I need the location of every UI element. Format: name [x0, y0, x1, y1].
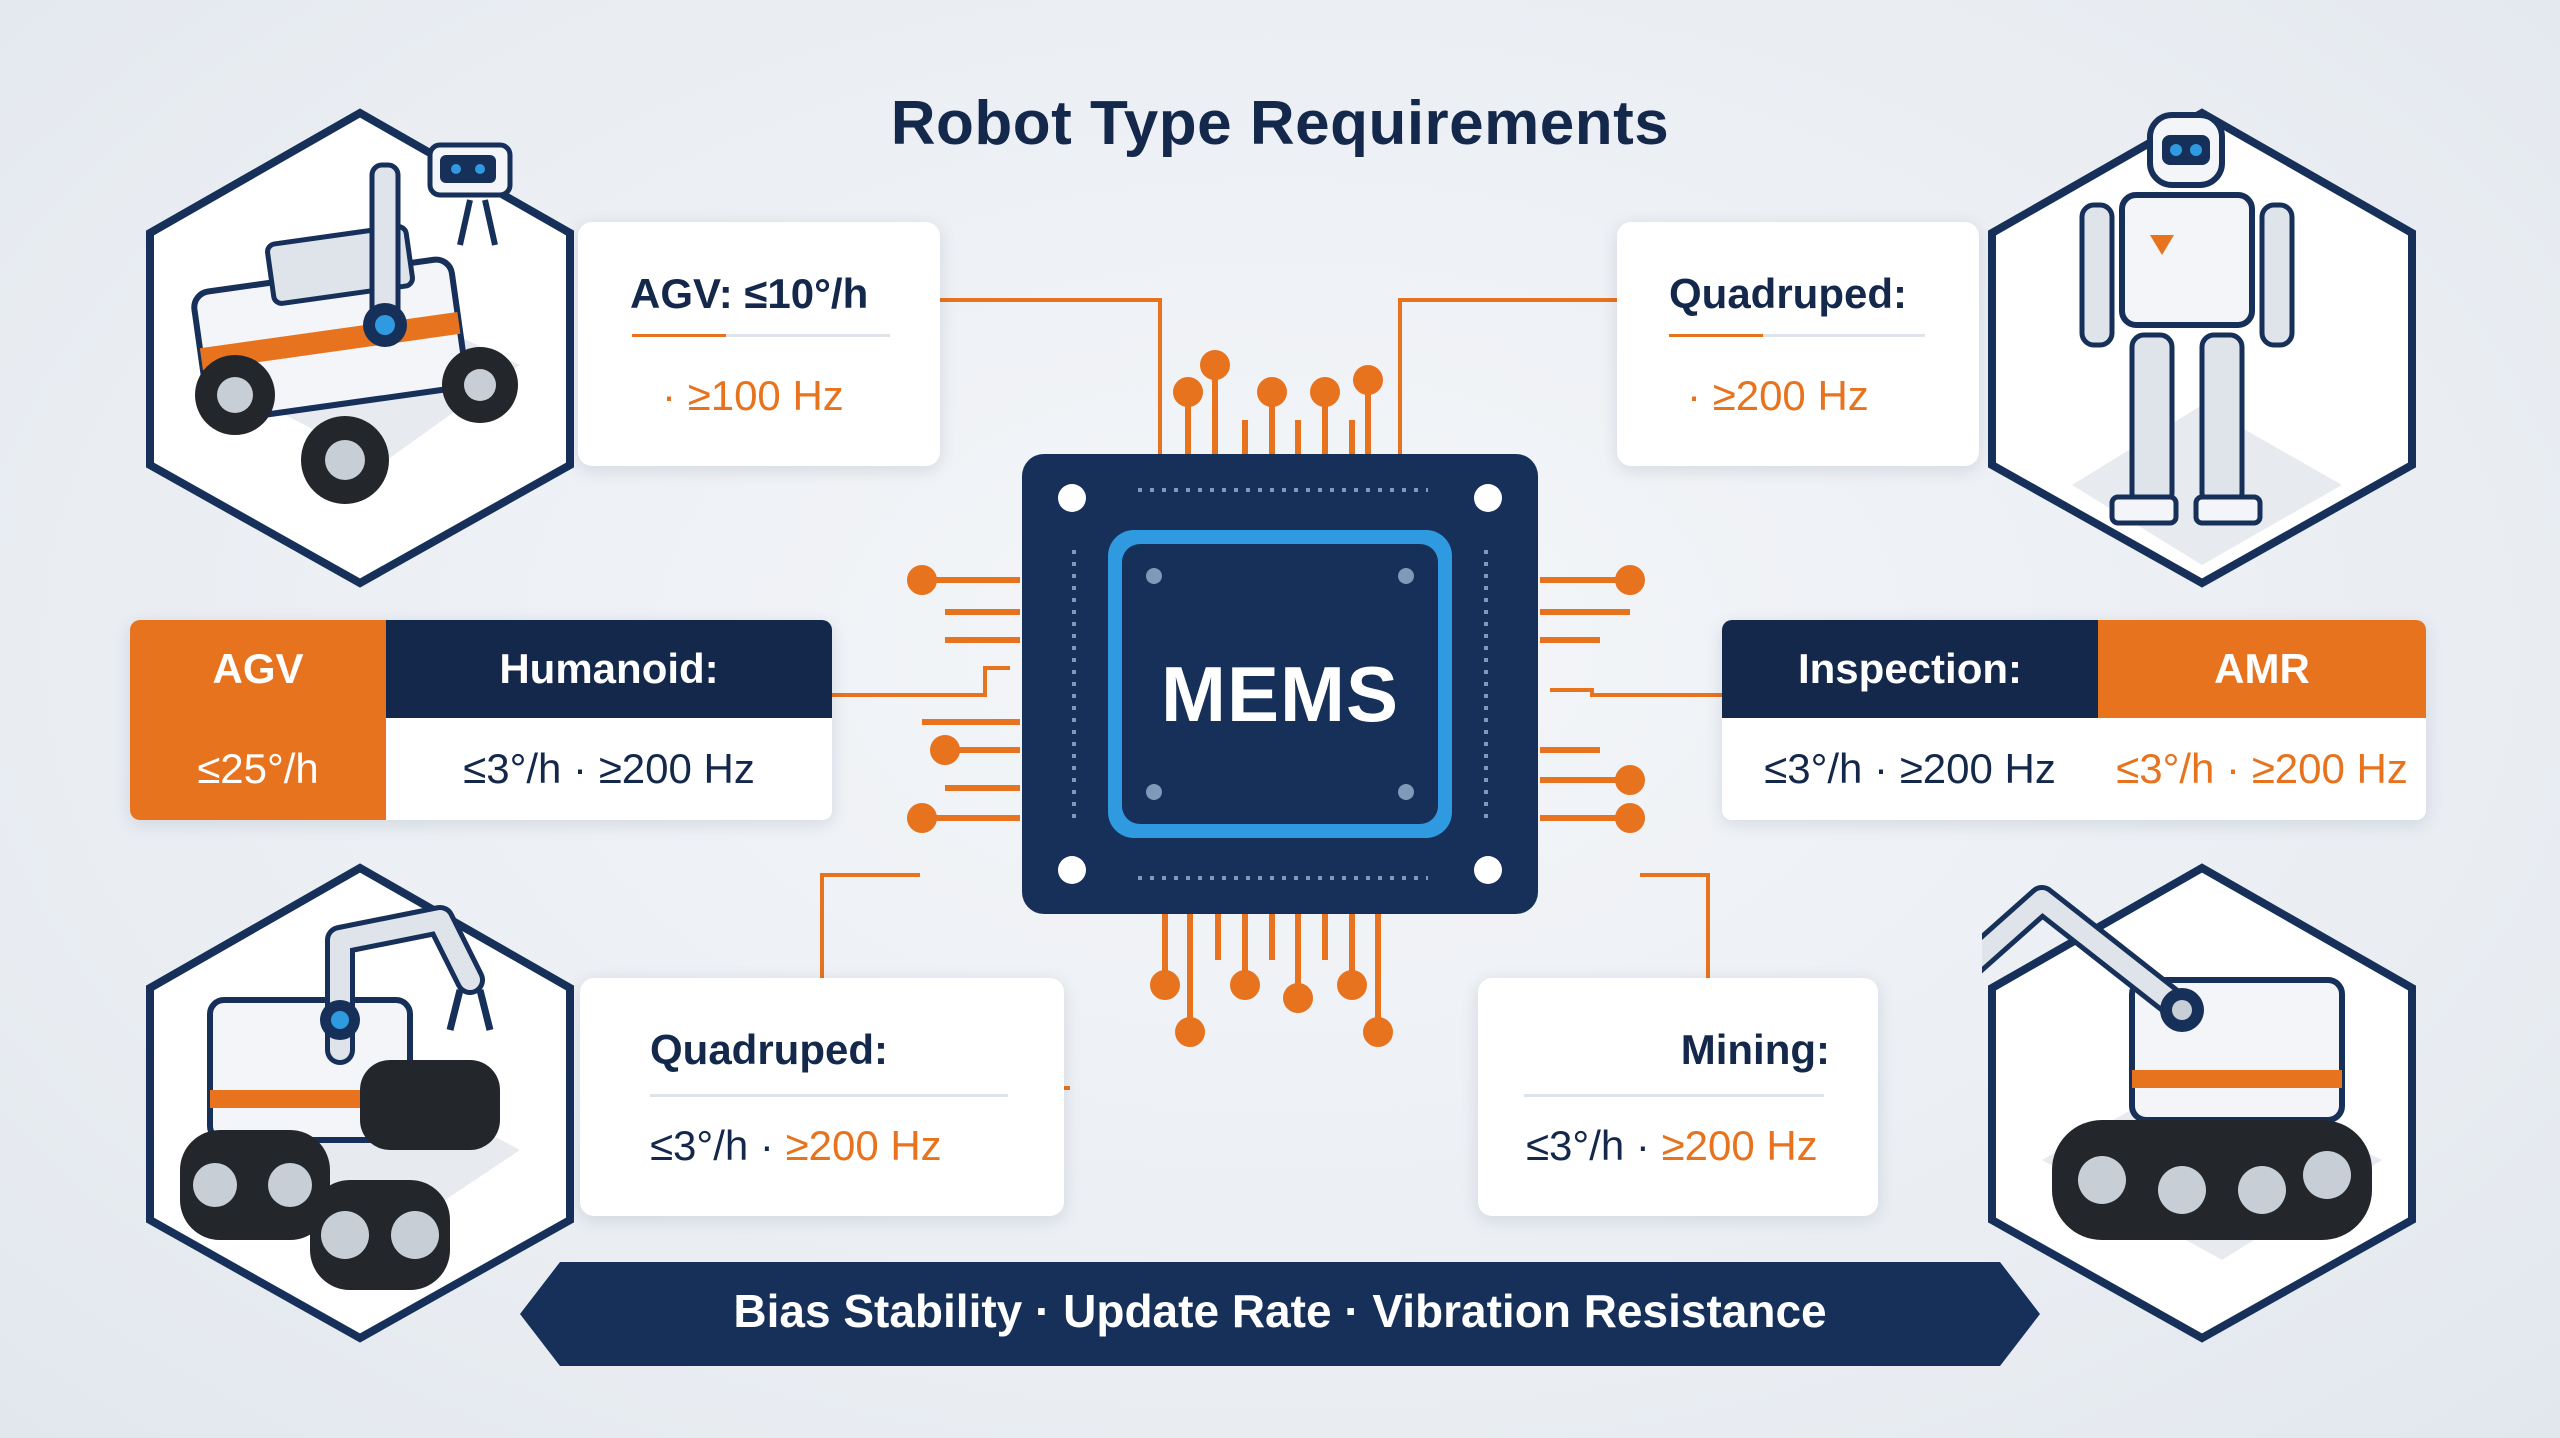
agv-robot-arm-icon [146, 108, 574, 588]
card-mining: Mining: ≤3°/h · ≥200 Hz [1478, 978, 1878, 1216]
left-table-cell-humanoid: ≤3°/h · ≥200 Hz [386, 718, 832, 820]
right-table-cell-amr: ≤3°/h · ≥200 Hz [2098, 718, 2426, 820]
card-agv-spec: · ≥100 Hz [662, 372, 844, 419]
spec-bias: ≤3°/h · [1526, 1122, 1650, 1169]
spec-rate: ≥200 Hz [1649, 1122, 1818, 1169]
spec-bias: ≤3°/h · [650, 1122, 774, 1169]
left-table-header-agv: AGV [130, 620, 386, 718]
left-table-cell-agv: ≤25°/h [130, 718, 386, 820]
tracked-robot-arm-icon [146, 863, 574, 1343]
card-mining-title: Mining: [1680, 1026, 1830, 1073]
spec-rate: ≥200 Hz [773, 1122, 942, 1169]
card-quadruped-bottom: Quadruped: ≤3°/h · ≥200 Hz [580, 978, 1064, 1216]
card-quadruped-bottom-title: Quadruped: [650, 1026, 888, 1073]
right-table-header-inspection: Inspection: [1722, 620, 2098, 718]
right-requirements-table: Inspection: AMR ≤3°/h · ≥200 Hz ≤3°/h · … [1722, 620, 2426, 820]
right-table-header-amr: AMR [2098, 620, 2426, 718]
page-title: Robot Type Requirements [890, 89, 1670, 158]
card-mining-divider [1524, 1094, 1824, 1097]
left-requirements-table: AGV Humanoid: ≤25°/h ≤3°/h · ≥200 Hz [130, 620, 832, 820]
footer-ribbon [520, 1262, 2040, 1366]
card-quadruped-bottom-divider [650, 1094, 1008, 1097]
footer-label: Bias Stability · Update Rate · Vibration… [733, 1285, 1827, 1337]
mining-excavator-robot-icon [1982, 863, 2416, 1343]
card-quadruped-top-spec: · ≥200 Hz [1687, 372, 1869, 419]
card-quadruped-top-title: Quadruped: [1669, 270, 1907, 317]
humanoid-robot-icon [1988, 108, 2416, 588]
card-quadruped-bottom-spec: ≤3°/h · ≥200 Hz [650, 1122, 942, 1170]
card-mining-spec: ≤3°/h · ≥200 Hz [1526, 1122, 1818, 1170]
card-agv: AGV: ≤10°/h · ≥100 Hz [578, 222, 940, 466]
card-quadruped-top: Quadruped: · ≥200 Hz [1617, 222, 1979, 466]
left-table-header-humanoid: Humanoid: [386, 620, 832, 718]
card-agv-title: AGV: ≤10°/h [630, 270, 869, 317]
right-table-cell-inspection: ≤3°/h · ≥200 Hz [1722, 718, 2098, 820]
card-agv-divider [632, 334, 890, 337]
mems-chip-icon [1022, 454, 1538, 914]
chip-label: MEMS [1161, 649, 1399, 738]
card-quadruped-top-divider [1669, 334, 1925, 337]
